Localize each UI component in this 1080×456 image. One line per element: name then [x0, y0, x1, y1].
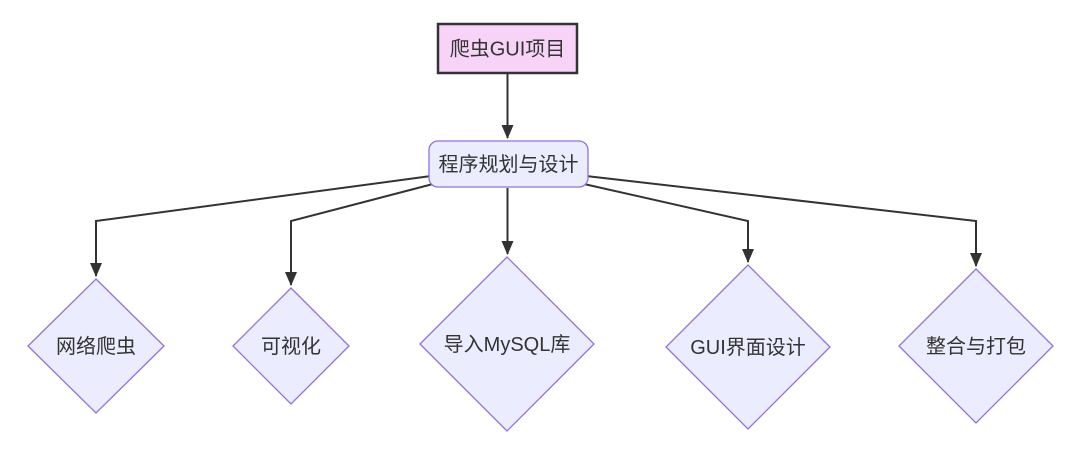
edge-planning-to-task-4 [583, 183, 754, 263]
node-task-3-label: 导入MySQL库 [444, 333, 571, 356]
node-root: 爬虫GUI项目 [436, 22, 579, 75]
node-task-1: 网络爬虫 [27, 278, 165, 414]
node-task-4-shape [665, 264, 831, 430]
node-task-2: 可视化 [232, 287, 350, 405]
node-task-3: 导入MySQL库 [419, 256, 595, 432]
edge-planning-to-task-5 [585, 175, 982, 267]
node-root-shape [436, 22, 579, 75]
node-task-2-shape [232, 287, 350, 405]
node-planning: 程序规划与设计 [428, 140, 589, 188]
node-task-1-label: 网络爬虫 [56, 335, 136, 358]
node-task-5-label: 整合与打包 [926, 335, 1026, 358]
node-task-2-label: 可视化 [261, 335, 321, 358]
edge-planning-to-task-1 [90, 175, 432, 277]
node-task-5-shape [898, 268, 1054, 424]
edge-planning-to-task-2 [285, 183, 434, 286]
node-task-5: 整合与打包 [898, 268, 1054, 424]
node-planning-shape [428, 140, 589, 188]
node-task-1-shape [27, 278, 165, 414]
node-task-4-label: GUI界面设计 [690, 336, 806, 359]
edge-layer [90, 74, 982, 286]
node-task-3-shape [419, 256, 595, 432]
node-task-4: GUI界面设计 [665, 264, 831, 430]
node-planning-label: 程序规划与设计 [439, 153, 579, 176]
node-root-label: 爬虫GUI项目 [450, 38, 566, 61]
